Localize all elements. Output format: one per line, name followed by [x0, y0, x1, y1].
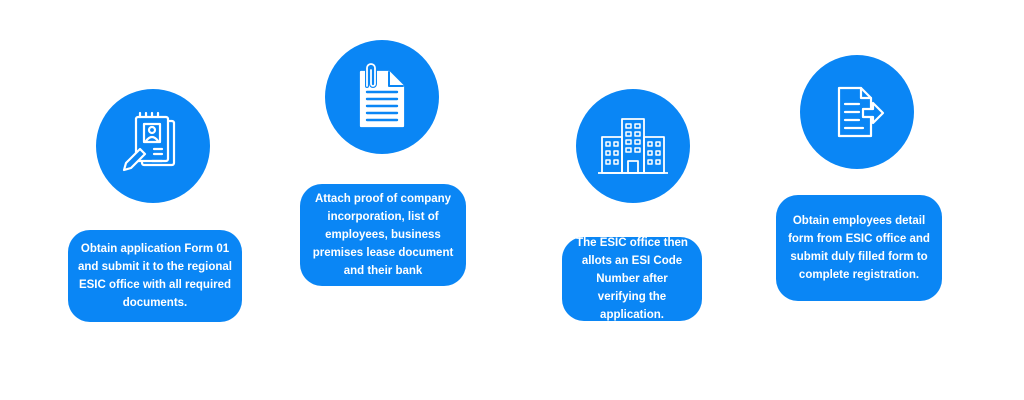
step-1-card: Obtain application Form 01 and submit it…	[68, 230, 242, 322]
step-3-text: The ESIC office then allots an ESI Code …	[576, 237, 688, 321]
step-2-icon-circle	[325, 40, 439, 154]
step-2-card: Attach proof of company incorporation, l…	[300, 184, 466, 286]
application-form-icon	[122, 111, 176, 172]
step-1-icon-circle	[96, 89, 210, 203]
office-building-icon	[598, 118, 668, 174]
step-4-icon-circle	[800, 55, 914, 169]
attached-document-icon	[359, 62, 405, 128]
step-4-card: Obtain employees detail form from ESIC o…	[776, 195, 942, 301]
document-submit-icon	[837, 86, 885, 138]
step-1-text: Obtain application Form 01 and submit it…	[78, 243, 232, 309]
step-3-card: The ESIC office then allots an ESI Code …	[562, 237, 702, 321]
step-2-text: Attach proof of company incorporation, l…	[312, 193, 454, 277]
step-4-text: Obtain employees detail form from ESIC o…	[788, 215, 930, 281]
step-3-icon-circle	[576, 89, 690, 203]
